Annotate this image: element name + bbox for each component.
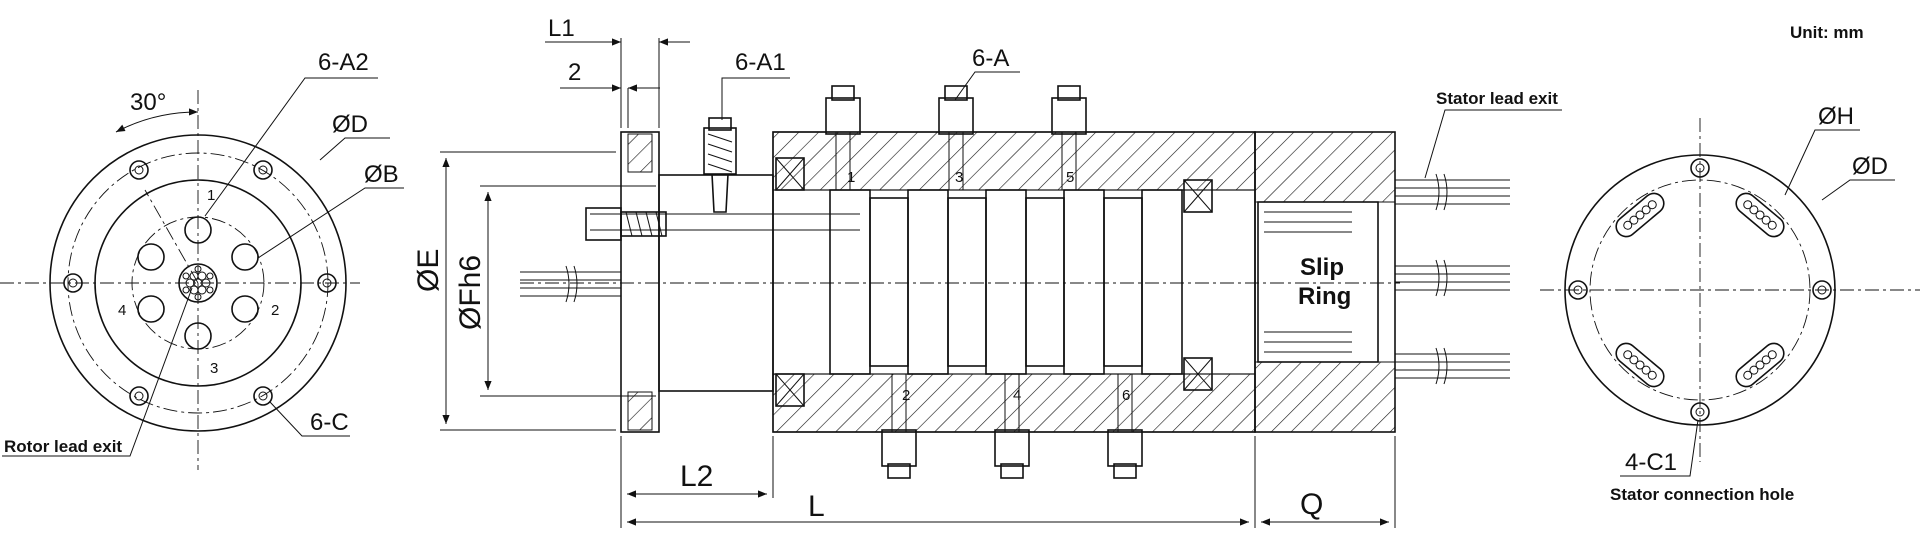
label-6-a1: 6-A1 — [735, 49, 786, 76]
label-left-d: ØD — [332, 111, 368, 138]
bearings — [775, 157, 1213, 407]
wire-slots — [1615, 192, 1785, 388]
left-port-4: 4 — [118, 302, 126, 319]
label-left-b: ØB — [364, 161, 399, 188]
label-right-d: ØD — [1852, 153, 1888, 180]
stator-connection-hole-label: Stator connection hole — [1610, 485, 1794, 504]
slip-ring-label-1: Slip — [1300, 254, 1344, 281]
rotor-lead-exit-label: Rotor lead exit — [4, 437, 122, 456]
label-4-c1: 4-C1 — [1625, 449, 1677, 476]
label-e: ØE — [412, 249, 445, 292]
left-port-3: 3 — [210, 360, 218, 377]
stator-lead-wires — [1395, 173, 1510, 385]
label-q: Q — [1300, 488, 1323, 521]
rotor-lead-wires — [520, 265, 621, 303]
left-port-2: 2 — [271, 302, 279, 319]
rotary-grooves — [829, 189, 1183, 375]
slip-ring-label-2: Ring — [1298, 283, 1351, 310]
side-port-5: 5 — [1066, 169, 1074, 186]
label-6-a: 6-A — [972, 45, 1009, 72]
left-port-1: 1 — [207, 187, 215, 204]
label-l2: L2 — [680, 460, 713, 493]
side-port-1: 1 — [847, 169, 855, 186]
stator-connection-holes — [1568, 158, 1832, 422]
bottom-fittings — [881, 429, 1143, 479]
side-section-view: 1 3 5 2 4 6 Slip Ring — [412, 15, 1562, 528]
side-port-6: 6 — [1122, 387, 1130, 404]
side-fitting — [585, 207, 667, 241]
label-h: ØH — [1818, 103, 1854, 130]
side-port-4: 4 — [1013, 387, 1021, 404]
side-port-2: 2 — [902, 387, 910, 404]
top-fittings — [825, 85, 1087, 135]
label-l: L — [808, 490, 825, 523]
side-port-3: 3 — [955, 169, 963, 186]
rotor-flange — [620, 131, 660, 433]
label-6-c: 6-C — [310, 409, 349, 436]
flange-holes — [63, 160, 337, 406]
angle-label: 30° — [130, 89, 166, 116]
label-fh6: ØFh6 — [454, 255, 487, 330]
stator-lead-exit-label: Stator lead exit — [1436, 89, 1558, 108]
left-end-view: 1 2 3 4 30° 6-A2 ØD ØB 6-C Rotor lead ex… — [0, 49, 404, 470]
fitting-6-a1 — [703, 117, 737, 213]
slip-ring-fins — [1264, 211, 1352, 353]
port-holes — [137, 216, 259, 350]
center-wire-bundle — [178, 263, 218, 303]
right-end-view: ØH ØD 4-C1 Stator connection hole — [1540, 103, 1920, 504]
label-6-a2: 6-A2 — [318, 49, 369, 76]
unit-label: Unit: mm — [1790, 23, 1864, 42]
label-l1: L1 — [548, 15, 575, 42]
label-2: 2 — [568, 59, 581, 86]
